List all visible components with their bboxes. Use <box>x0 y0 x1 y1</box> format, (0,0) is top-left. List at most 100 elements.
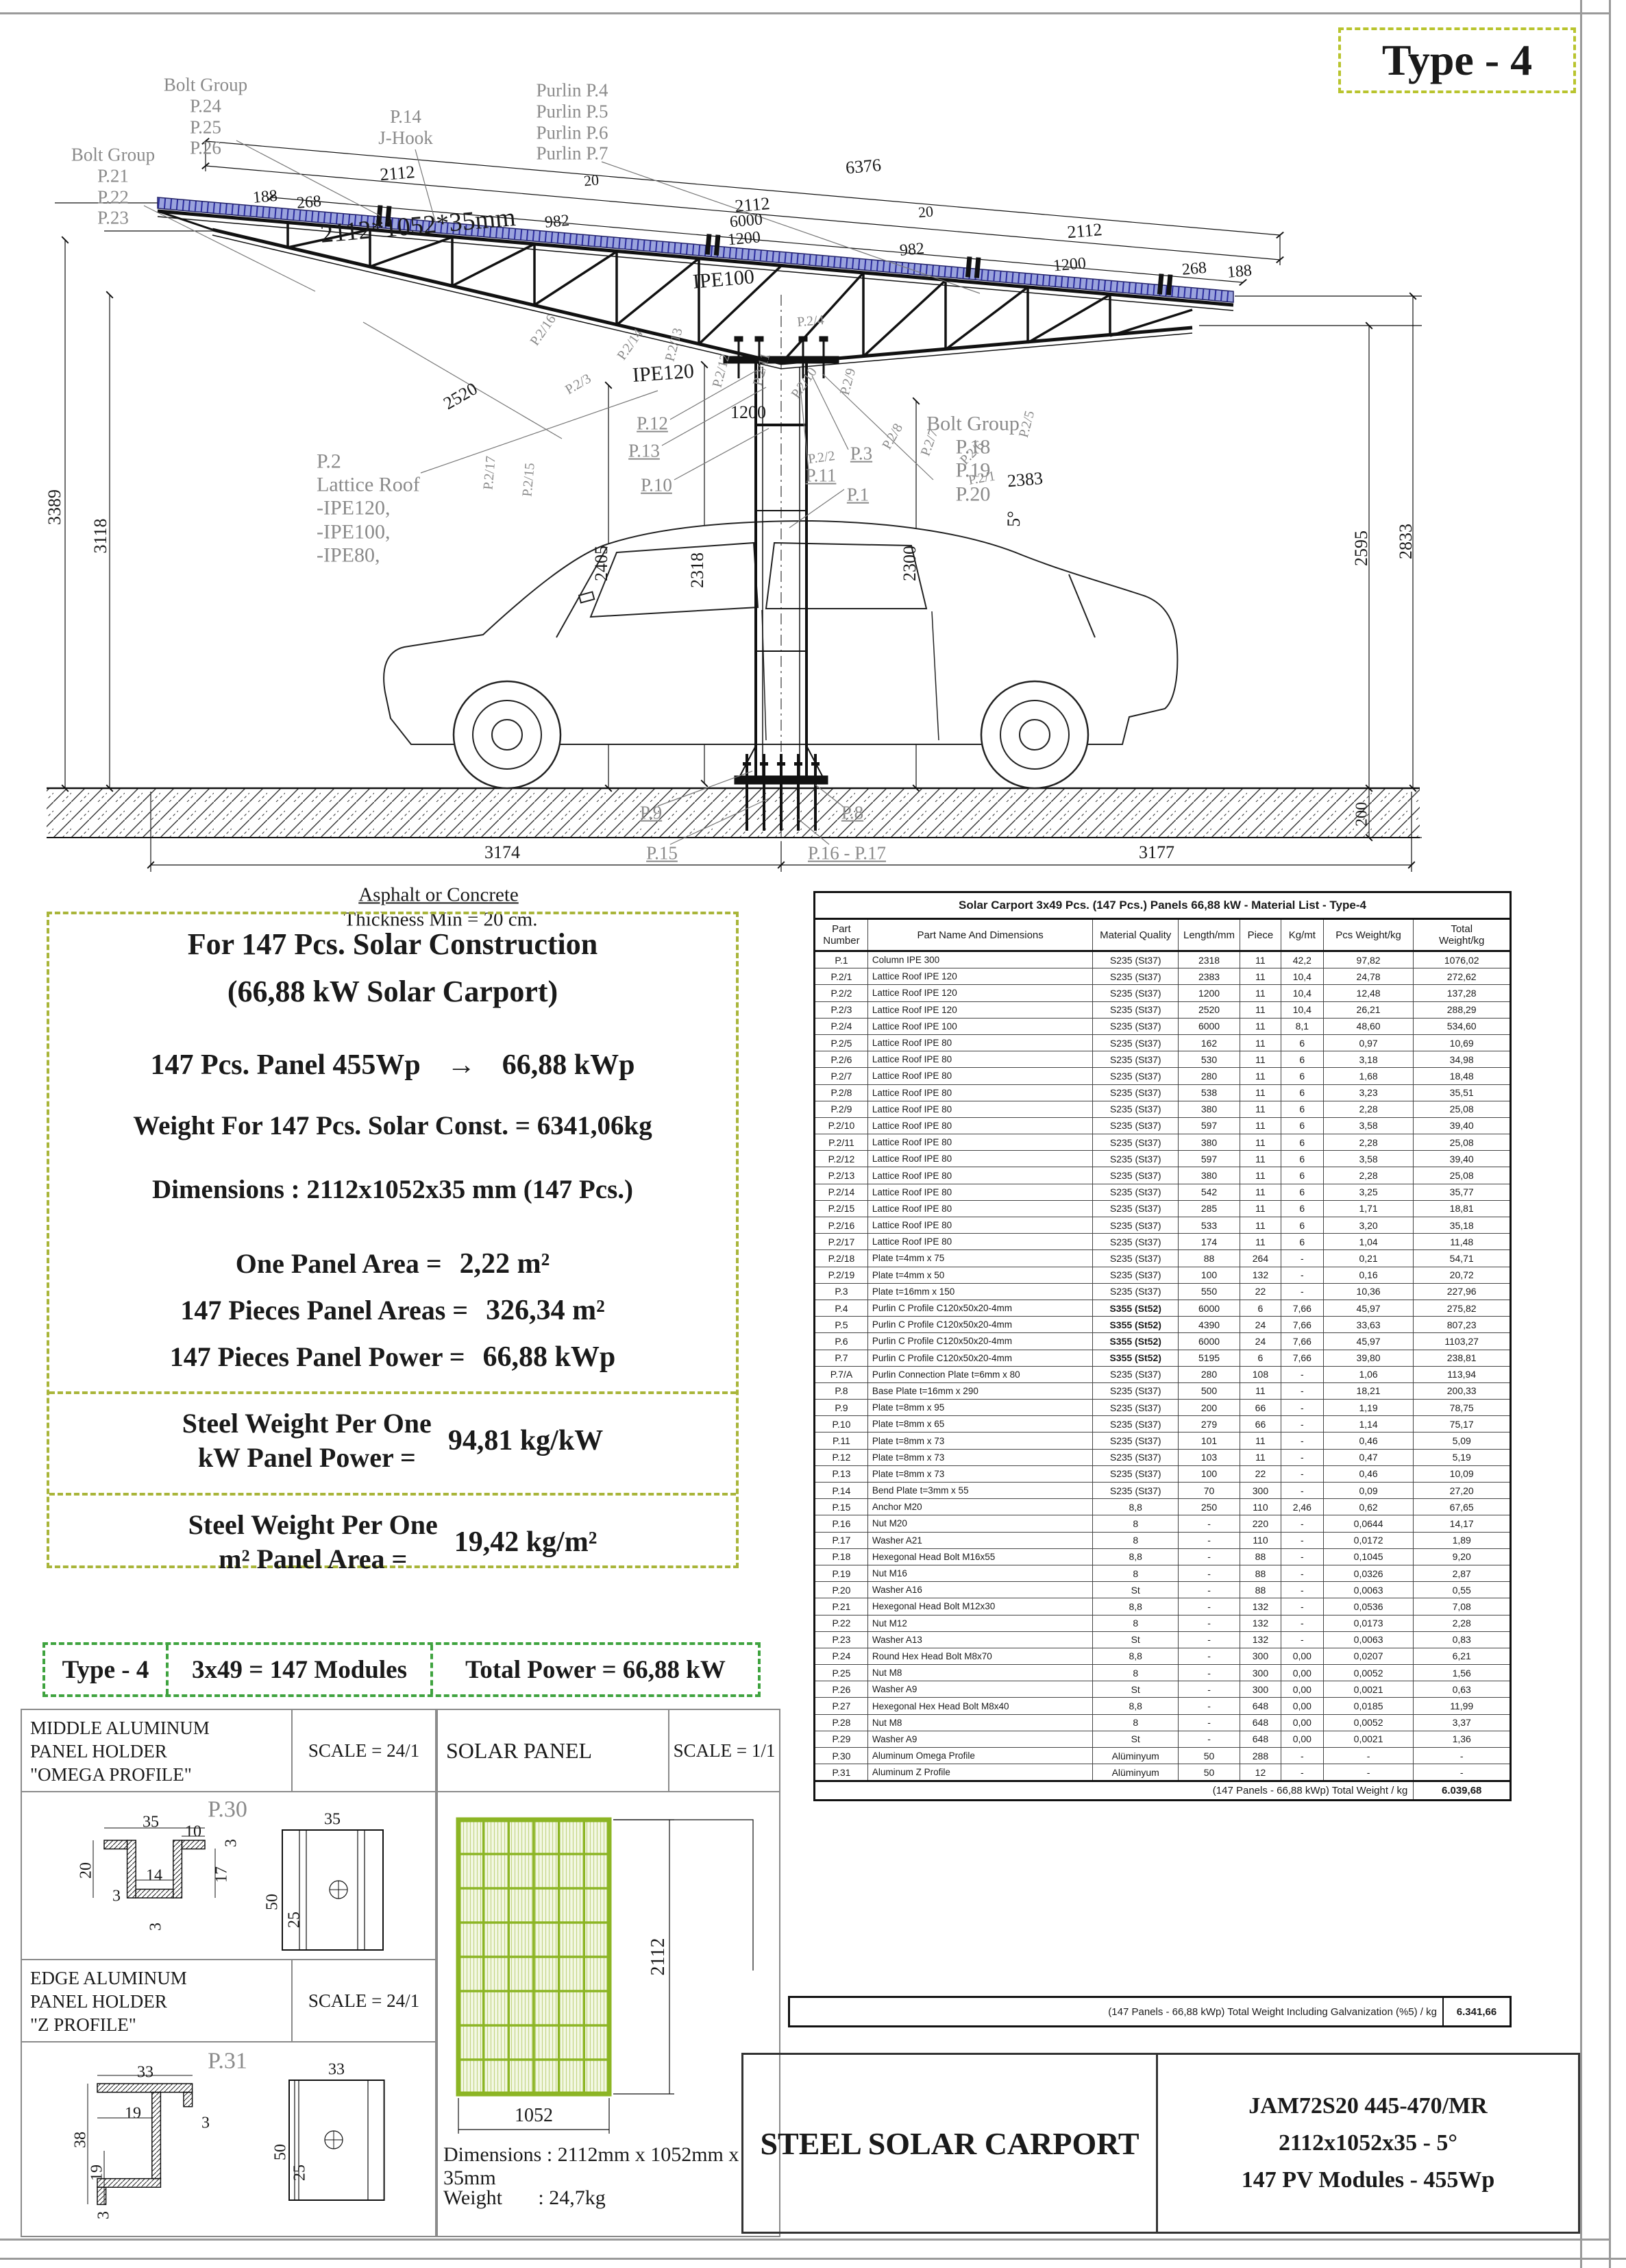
table-cell: Base Plate t=16mm x 290 <box>867 1382 1094 1400</box>
table-cell: P.19 <box>814 1564 868 1583</box>
table-cell: P.2/5 <box>814 1034 868 1052</box>
table-cell: 50 <box>1178 1764 1240 1782</box>
table-cell: Nut M16 <box>867 1564 1094 1583</box>
anchor-bolts <box>746 754 817 831</box>
table-cell: 6 <box>1280 1117 1324 1135</box>
drawing-label: IPE100 <box>691 265 756 293</box>
table-cell: Aluminum Omega Profile <box>867 1746 1094 1765</box>
spec-total-area: 147 Pieces Panel Areas =326,34 m² <box>180 1295 605 1326</box>
table-cell: St <box>1092 1581 1179 1599</box>
table-cell: - <box>1280 1266 1324 1284</box>
drawing-label: Asphalt or Concrete <box>358 883 519 906</box>
table-cell: 0,00 <box>1280 1730 1324 1748</box>
frame-bottom-outer <box>0 2258 1626 2260</box>
table-cell: S235 (St37) <box>1092 1199 1179 1218</box>
material-list: Solar Carport 3x49 Pcs. (147 Pcs.) Panel… <box>813 891 1512 1801</box>
table-cell: 6000 <box>1178 1017 1240 1035</box>
table-cell: 78,75 <box>1413 1399 1511 1417</box>
table-cell: 48,60 <box>1322 1017 1414 1035</box>
table-cell: Plate t=8mm x 65 <box>867 1415 1094 1433</box>
table-cell: 11 <box>1240 1001 1281 1019</box>
project-name: STEEL SOLAR CARPORT <box>743 2055 1158 2232</box>
table-cell: St <box>1092 1681 1179 1698</box>
table-cell: - <box>1280 1564 1324 1583</box>
table-cell: 0,0052 <box>1322 1714 1414 1731</box>
table-cell: 50 <box>1178 1746 1240 1765</box>
table-cell: 3,25 <box>1322 1183 1414 1201</box>
table-cell: 279 <box>1178 1415 1240 1433</box>
table-cell: 25,08 <box>1413 1167 1511 1184</box>
table-cell: - <box>1280 1614 1324 1632</box>
table-cell: S235 (St37) <box>1092 984 1179 1002</box>
table-cell: Purlin C Profile C120x50x20-4mm <box>867 1349 1094 1367</box>
leader-lines <box>143 140 981 845</box>
drawing-label: 2318 <box>687 552 708 588</box>
table-cell: 27,20 <box>1413 1481 1511 1500</box>
top-bolts <box>734 336 828 378</box>
table-cell: - <box>1178 1598 1240 1615</box>
drawing-label: 5° <box>1004 511 1024 527</box>
column-header: Kg/mt <box>1280 918 1324 952</box>
table-cell: 272,62 <box>1413 968 1511 986</box>
table-cell: 10,09 <box>1413 1465 1511 1483</box>
table-cell: - <box>1280 1581 1324 1599</box>
table-cell: - <box>1280 1531 1324 1549</box>
table-cell: Washer A13 <box>867 1631 1094 1648</box>
table-cell: 8,1 <box>1280 1017 1324 1035</box>
table-cell: 70 <box>1178 1481 1240 1500</box>
table-cell: P.2/15 <box>814 1199 868 1218</box>
table-cell: 110 <box>1240 1498 1281 1516</box>
table-cell: 1,36 <box>1413 1730 1511 1748</box>
table-cell: 132 <box>1240 1614 1281 1632</box>
table-cell: 11 <box>1240 1117 1281 1135</box>
table-cell: 285 <box>1178 1199 1240 1218</box>
table-cell: 1,06 <box>1322 1365 1414 1383</box>
table-cell: - <box>1280 1481 1324 1500</box>
table-cell: 0,0644 <box>1322 1515 1414 1533</box>
drawing-label: P.14 J-Hook <box>378 106 433 148</box>
table-cell: 7,08 <box>1413 1598 1511 1615</box>
drawing-label: 33 <box>137 2063 153 2082</box>
table-cell: 0,00 <box>1280 1697 1324 1715</box>
table-cell: 0,62 <box>1322 1498 1414 1516</box>
drawing-label: P.3 <box>850 443 873 464</box>
table-cell: Plate t=8mm x 73 <box>867 1432 1094 1450</box>
table-cell: P.12 <box>814 1448 868 1466</box>
frame-right-outer <box>1609 0 1611 2268</box>
table-cell: Anchor M20 <box>867 1498 1094 1516</box>
table-cell: P.4 <box>814 1299 868 1317</box>
table-cell: S235 (St37) <box>1092 1432 1179 1450</box>
drawing-label: 20 <box>582 171 600 190</box>
drawing-label: P.2/4 <box>796 312 825 330</box>
table-cell: 5195 <box>1178 1349 1240 1367</box>
table-cell: - <box>1322 1746 1414 1765</box>
table-cell: 24 <box>1240 1332 1281 1350</box>
table-cell: 11 <box>1240 968 1281 986</box>
table-cell: 2520 <box>1178 1001 1240 1019</box>
project-details: JAM72S20 445-470/MR 2112x1052x35 - 5° 14… <box>1158 2055 1578 2232</box>
table-cell: Alüminyum <box>1092 1764 1179 1782</box>
table-cell: S235 (St37) <box>1092 1266 1179 1284</box>
drawing-label: Purlin P.4 Purlin P.5 Purlin P.6 Purlin … <box>536 80 608 164</box>
table-cell: - <box>1280 1548 1324 1565</box>
table-cell: 288,29 <box>1413 1001 1511 1019</box>
table-cell: 7,66 <box>1280 1316 1324 1334</box>
drawing-label: 1200 <box>1052 254 1087 276</box>
table-cell: 35,18 <box>1413 1216 1511 1234</box>
table-cell: 6000 <box>1178 1332 1240 1350</box>
table-cell: 22 <box>1240 1465 1281 1483</box>
table-cell: 533 <box>1178 1216 1240 1234</box>
drawing-label: 6376 <box>844 154 883 178</box>
drawing-label: 50 <box>271 2144 290 2160</box>
drawing-label: 3 <box>201 2114 210 2132</box>
table-cell: Plate t=8mm x 73 <box>867 1465 1094 1483</box>
table-cell: - <box>1178 1515 1240 1533</box>
drawing-label: 188 <box>1226 261 1253 282</box>
table-cell: - <box>1280 1365 1324 1383</box>
column-header: Part Name And Dimensions <box>867 918 1094 952</box>
table-cell: 11 <box>1240 950 1281 969</box>
